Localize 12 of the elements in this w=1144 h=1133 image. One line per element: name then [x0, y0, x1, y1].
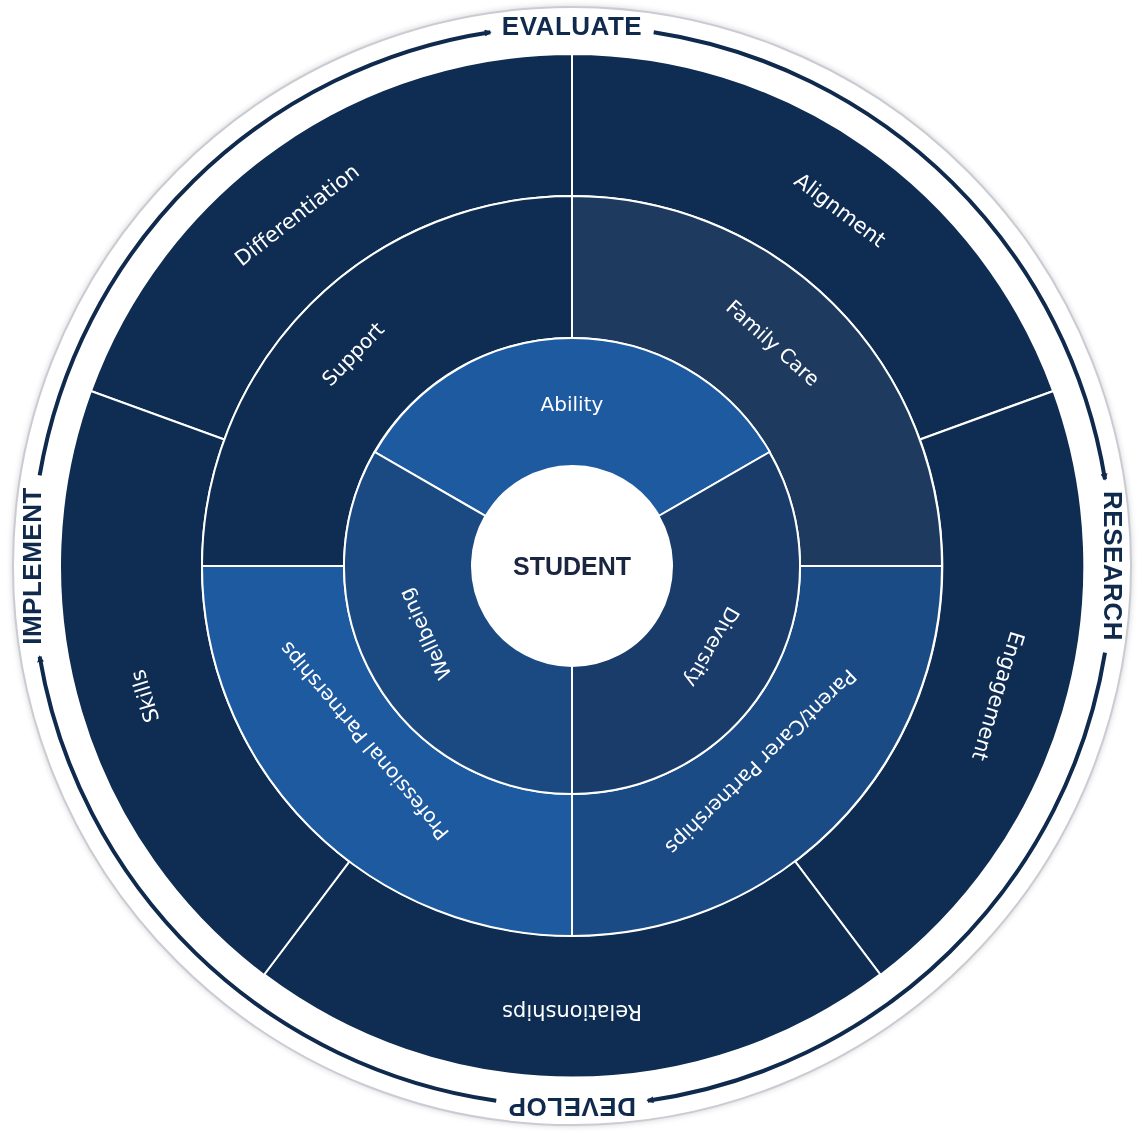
cycle-arrow	[37, 655, 497, 1103]
segment-label: Skills	[126, 667, 165, 726]
cycle-arrow	[646, 652, 1107, 1103]
cycle-arrow	[653, 30, 1108, 481]
stage-label: IMPLEMENT	[16, 473, 48, 659]
stage-label: EVALUATE	[487, 10, 657, 42]
center-label: STUDENT	[512, 551, 632, 581]
segment-label: Relationships	[502, 1000, 642, 1024]
stage-label: DEVELOP	[494, 1090, 650, 1122]
cycle-arrow	[37, 30, 492, 476]
stage-label: RESEARCH	[1096, 477, 1128, 655]
segment-label: Ability	[540, 392, 604, 416]
